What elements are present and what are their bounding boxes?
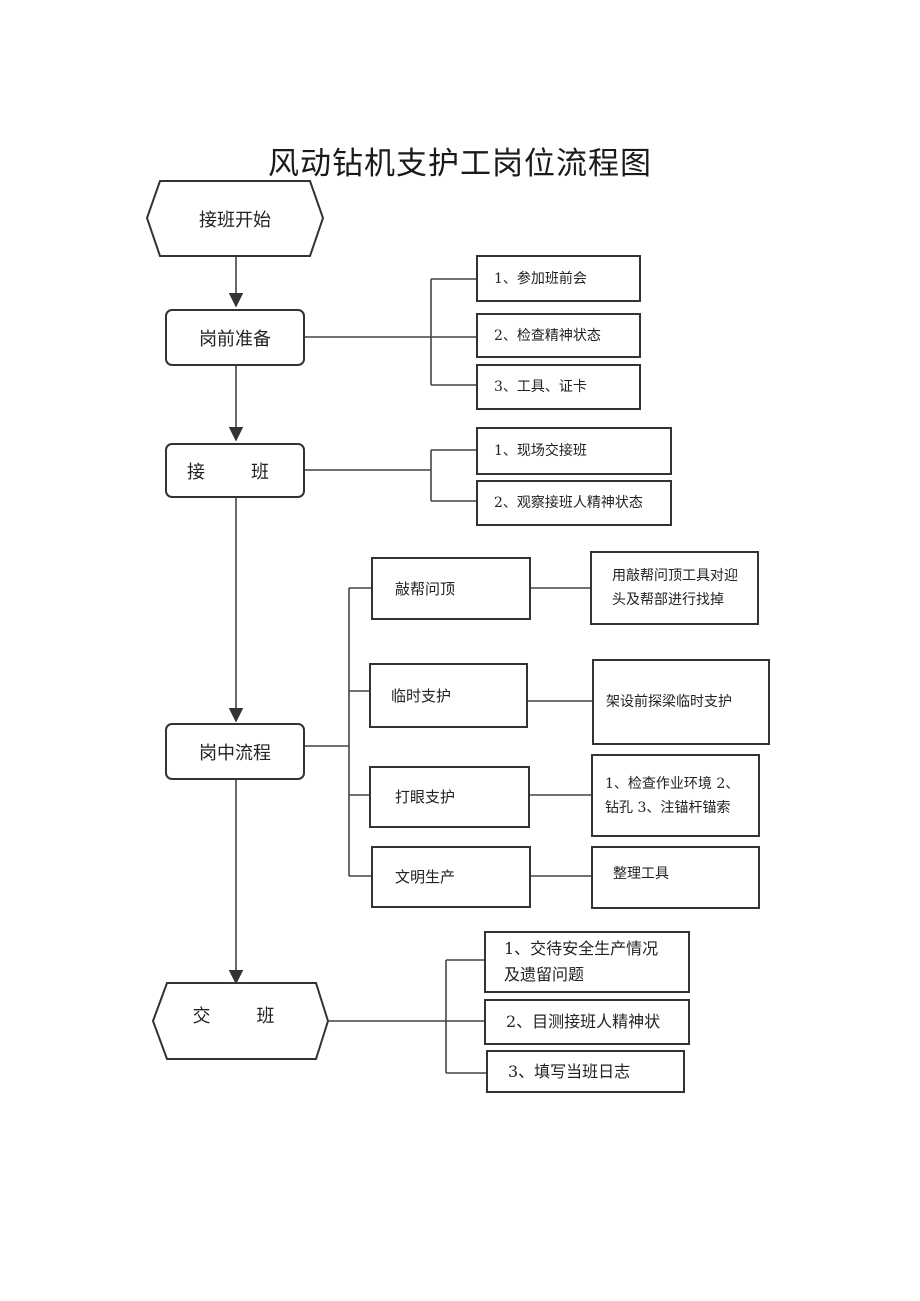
in-shift-step: 临时支护 xyxy=(369,663,528,728)
pre-shift-item: 1、参加班前会 xyxy=(476,255,641,302)
end-shift-item: 3、填写当班日志 xyxy=(486,1050,685,1093)
in-shift-detail-text: 1、检查作业环境 2、钻孔 3、注锚杆锚索 xyxy=(605,775,740,816)
node-pre-shift: 岗前准备 xyxy=(165,309,305,366)
in-shift-detail-text: 架设前探梁临时支护 xyxy=(606,694,732,710)
handover-item: 2、观察接班人精神状态 xyxy=(476,480,672,526)
node-pre-shift-label: 岗前准备 xyxy=(199,328,271,350)
end-shift-item-text: 1、交待安全生产情况及遗留问题 xyxy=(504,939,659,984)
in-shift-step-text: 文明生产 xyxy=(395,868,456,886)
in-shift-step-text: 打眼支护 xyxy=(395,788,456,806)
in-shift-detail: 架设前探梁临时支护 xyxy=(592,659,770,745)
node-handover: 接 班 xyxy=(165,443,305,498)
pre-shift-item-text: 1、参加班前会 xyxy=(494,270,587,287)
in-shift-step: 文明生产 xyxy=(371,846,531,908)
end-label: 交 班 xyxy=(192,1006,289,1027)
end-shift-item: 1、交待安全生产情况及遗留问题 xyxy=(484,931,690,993)
in-shift-detail: 用敲帮问顶工具对迎头及帮部进行找掉 xyxy=(590,551,759,625)
end-terminal xyxy=(151,982,330,1060)
start-label: 接班开始 xyxy=(199,210,271,231)
in-shift-step-text: 临时支护 xyxy=(391,686,452,705)
handover-item-text: 1、现场交接班 xyxy=(494,443,587,459)
page-title: 风动钻机支护工岗位流程图 xyxy=(268,146,652,182)
in-shift-detail: 1、检查作业环境 2、钻孔 3、注锚杆锚索 xyxy=(591,754,760,837)
in-shift-detail: 整理工具 xyxy=(591,846,760,909)
handover-item-text: 2、观察接班人精神状态 xyxy=(494,495,643,511)
pre-shift-item: 3、工具、证卡 xyxy=(476,364,641,410)
end-shift-item-text: 3、填写当班日志 xyxy=(508,1061,631,1081)
handover-item: 1、现场交接班 xyxy=(476,427,672,475)
in-shift-step: 敲帮问顶 xyxy=(371,557,531,620)
in-shift-detail-text: 整理工具 xyxy=(613,866,669,882)
in-shift-step-text: 敲帮问顶 xyxy=(395,579,456,598)
in-shift-step: 打眼支护 xyxy=(369,766,530,828)
pre-shift-item: 2、检查精神状态 xyxy=(476,313,641,358)
pre-shift-item-text: 2、检查精神状态 xyxy=(494,327,601,344)
pre-shift-item-text: 3、工具、证卡 xyxy=(494,379,587,395)
node-in-shift: 岗中流程 xyxy=(165,723,305,780)
in-shift-detail-text: 用敲帮问顶工具对迎头及帮部进行找掉 xyxy=(612,568,738,608)
node-handover-label: 接 班 xyxy=(187,461,283,483)
end-shift-item: 2、目测接班人精神状 xyxy=(484,999,690,1045)
node-in-shift-label: 岗中流程 xyxy=(199,742,271,764)
end-shift-item-text: 2、目测接班人精神状 xyxy=(506,1012,661,1031)
start-terminal xyxy=(145,180,325,257)
